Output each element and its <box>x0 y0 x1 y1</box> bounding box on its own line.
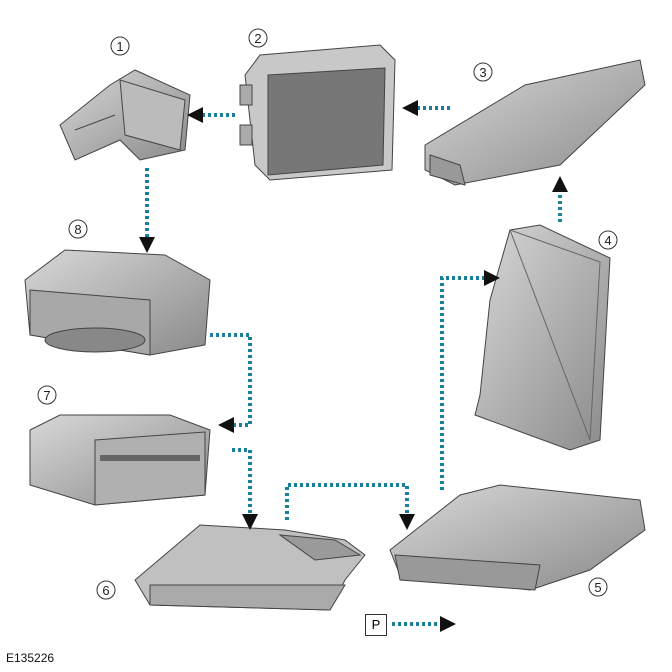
svg-text:7: 7 <box>43 388 50 403</box>
legend-p-box: P <box>365 614 387 636</box>
callout-4: 4 <box>598 230 618 250</box>
svg-text:6: 6 <box>102 583 109 598</box>
arrow-5-to-4 <box>440 270 500 490</box>
component-6-module <box>134 524 366 611</box>
component-8-disc-drive <box>24 249 211 356</box>
svg-text:2: 2 <box>254 31 261 46</box>
arrow-8-to-7 <box>210 333 252 433</box>
svg-text:3: 3 <box>479 65 486 80</box>
component-3-module <box>424 59 646 186</box>
svg-text:4: 4 <box>604 233 611 248</box>
arrow-7-to-6 <box>232 448 258 530</box>
callout-5: 5 <box>588 577 608 597</box>
component-5-module <box>389 484 646 591</box>
component-7-cd-player <box>29 414 211 506</box>
callout-8: 8 <box>68 219 88 239</box>
component-1-connector <box>59 69 191 161</box>
component-4-module <box>474 224 611 451</box>
callout-3: 3 <box>473 62 493 82</box>
svg-text:5: 5 <box>594 580 601 595</box>
flow-arrows <box>139 100 568 632</box>
svg-text:8: 8 <box>74 222 81 237</box>
callout-2: 2 <box>248 28 268 48</box>
arrow-6-to-5 <box>285 483 415 530</box>
reference-code: E135226 <box>6 651 55 665</box>
svg-text:1: 1 <box>116 39 123 54</box>
callout-7: 7 <box>37 385 57 405</box>
callout-1: 1 <box>110 36 130 56</box>
callout-6: 6 <box>96 580 116 600</box>
component-2-module <box>239 44 396 181</box>
